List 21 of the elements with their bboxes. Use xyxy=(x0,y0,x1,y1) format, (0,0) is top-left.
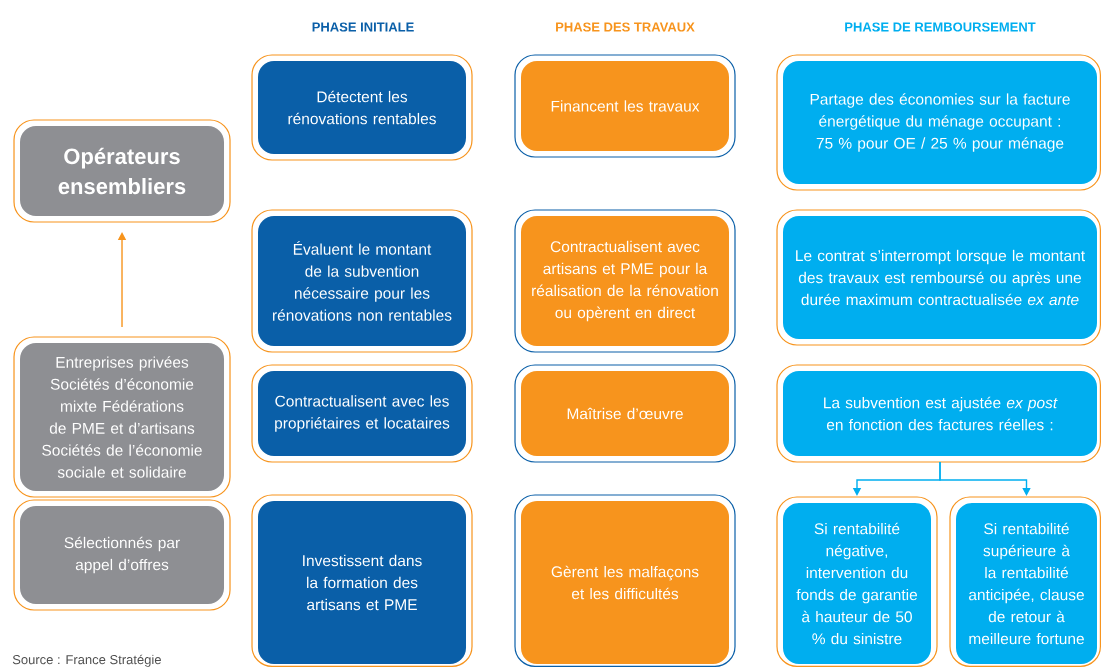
rounded-box: Partage des économies sur la facture énergétique du ménage occupant : 75 % pour OE / 25 % pour ménage xyxy=(776,54,1101,191)
rounded-box: Détectent les rénovations rentables xyxy=(251,54,473,161)
rounded-box: Si rentabilité négative, intervention du fonds de garantie à hauteur de 50 % du sinistre xyxy=(776,496,938,667)
rounded-box: Maîtrise d’œuvre xyxy=(514,364,736,463)
rounded-box: Investissent dans la formation des artisans et PME xyxy=(251,494,473,667)
rounded-box: Contractualisent avec artisans et PME pour la réalisation de la rénovation ou opèrent en direct xyxy=(514,209,736,353)
rounded-box: Financent les travaux xyxy=(514,54,736,158)
column-heading: PHASE INITIALE xyxy=(312,22,414,32)
rounded-box: Entreprises privées Sociétés d’économie mixte Fédérations de PME et d’artisans Sociétés de l’économie sociale et solidaire xyxy=(13,336,231,498)
rounded-box: Contractualisent avec les propriétaires et locataires xyxy=(251,364,473,463)
rounded-box: Sélectionnés par appel d’offres xyxy=(13,499,231,611)
column-heading: PHASE DES TRAVAUX xyxy=(556,22,695,32)
arrow xyxy=(939,461,1031,496)
column-heading: PHASE DE REMBOURSEMENT xyxy=(845,22,1036,32)
rounded-box: Si rentabilité supérieure à la rentabilité anticipée, clause de retour à meilleure fortune xyxy=(949,496,1101,667)
rounded-box: Opérateurs ensembliers xyxy=(13,119,231,223)
rounded-box: Le contrat s’interrompt lorsque le montant des travaux est remboursé ou après une durée maximum contractualisée ex ante xyxy=(776,209,1101,346)
rounded-box: Évaluent le montant de la subvention nécessaire pour les rénovations non rentables xyxy=(251,209,473,353)
source-note: Source : France Stratégie xyxy=(12,654,161,667)
rounded-box: La subvention est ajustée ex post en fonction des factures réelles : xyxy=(776,364,1101,463)
rounded-box: Gèrent les malfaçons et les difficultés xyxy=(514,494,736,667)
